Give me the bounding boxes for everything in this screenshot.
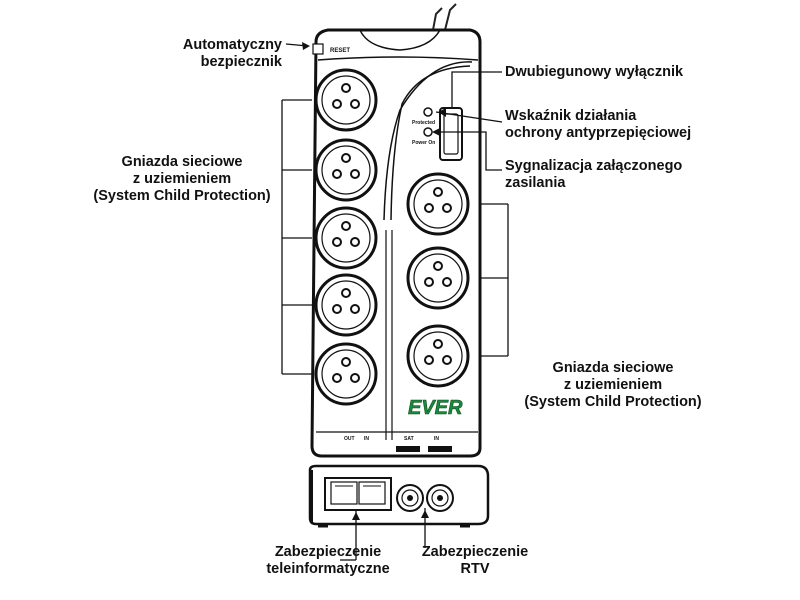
sockets-left-label-line3: (System Child Protection) xyxy=(93,188,271,204)
socket-left-1 xyxy=(314,68,378,132)
rtv-protection-label: Zabezpieczenie RTV xyxy=(410,544,540,578)
rtv-protection-label-line2: RTV xyxy=(460,561,490,577)
led-label-power-on: Power On xyxy=(412,140,435,146)
port-label-out: OUT xyxy=(344,436,355,442)
socket-right-3 xyxy=(406,324,470,388)
reset-label: RESET xyxy=(330,48,350,54)
socket-right-2 xyxy=(406,246,470,310)
sockets-left-label: Gniazda sieciowe z uziemieniem (System C… xyxy=(82,154,282,205)
brand-logo: EVER xyxy=(408,397,463,419)
power-signal-label-line1: Sygnalizacja załączonego xyxy=(505,158,683,174)
arrowheads xyxy=(302,42,446,520)
bipolar-switch-label: Dwubiegunowy wyłącznik xyxy=(505,64,684,80)
sockets-left-label-line2: z uziemieniem xyxy=(132,171,232,187)
bipolar-switch xyxy=(439,107,463,161)
auto-breaker-label-line1: Automatyczny xyxy=(182,37,282,53)
port-label-in-left: IN xyxy=(364,436,369,442)
power-signal-label-line2: zasilania xyxy=(505,175,566,191)
power-signal-label: Sygnalizacja załączonego zasilania xyxy=(505,158,682,192)
telecom-protection-label: Zabezpieczenie teleinformatyczne xyxy=(250,544,406,578)
telecom-protection-label-line2: teleinformatyczne xyxy=(266,561,390,577)
port-label-sat: SAT xyxy=(404,436,414,442)
surge-indicator-label-line2: ochrony antyprzepięciowej xyxy=(505,125,692,141)
auto-breaker-label-line2: bezpiecznik xyxy=(200,54,282,70)
sockets-right-label-line2: z uziemieniem xyxy=(563,377,663,393)
power-on-led-icon xyxy=(423,127,433,137)
rtv-protection-label-line1: Zabezpieczenie xyxy=(421,544,529,560)
surge-protected-led-icon xyxy=(423,107,433,117)
surge-indicator-label: Wskaźnik działania ochrony antyprzepięci… xyxy=(505,108,691,142)
auto-breaker-label: Automatyczny bezpiecznik xyxy=(150,37,282,71)
bottom-connectors xyxy=(396,446,452,452)
sockets-right-label-line3: (System Child Protection) xyxy=(524,394,702,410)
power-cable xyxy=(432,3,457,31)
sockets-left-label-line1: Gniazda sieciowe xyxy=(121,154,243,170)
socket-column-left xyxy=(314,68,378,406)
socket-left-3 xyxy=(314,206,378,270)
socket-right-1 xyxy=(406,172,470,236)
coax-ports-icon xyxy=(396,484,454,512)
port-label-in-right: IN xyxy=(434,436,439,442)
socket-left-2 xyxy=(314,138,378,202)
rj45-ports-icon xyxy=(324,477,392,511)
surge-indicator-label-line1: Wskaźnik działania xyxy=(505,108,637,124)
sockets-right-label-line1: Gniazda sieciowe xyxy=(552,360,674,376)
sockets-right-label: Gniazda sieciowe z uziemieniem (System C… xyxy=(508,360,718,411)
led-label-protected: Protected xyxy=(412,120,435,126)
telecom-protection-label-line1: Zabezpieczenie xyxy=(274,544,382,560)
socket-left-5 xyxy=(314,342,378,406)
socket-column-right xyxy=(406,172,470,388)
socket-left-4 xyxy=(314,273,378,337)
